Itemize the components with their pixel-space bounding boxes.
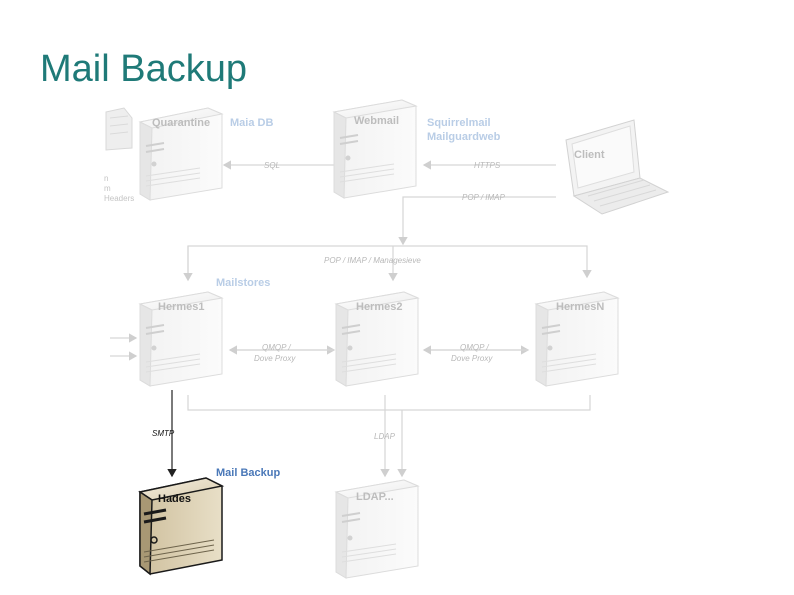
server-quarantine [138, 107, 224, 201]
server-webmail [332, 99, 418, 199]
label-sql: SQL [264, 161, 280, 170]
label-https: HTTPS [474, 161, 501, 170]
label-cutoff-3: Headers [104, 194, 134, 203]
client-laptop [565, 119, 670, 215]
label-ldap-node: LDAP... [356, 491, 394, 503]
server-hermesN [534, 291, 620, 387]
label-pop-imap-managesieve: POP / IMAP / Managesieve [324, 256, 421, 265]
label-mailstores: Mailstores [216, 277, 270, 289]
server-ldap [334, 479, 420, 579]
connector-lines [110, 160, 592, 478]
label-hermes1: Hermes1 [158, 301, 204, 313]
label-dove-proxy-1: Dove Proxy [254, 354, 296, 363]
label-hades: Hades [158, 493, 191, 505]
server-hermes1 [138, 291, 224, 387]
label-mailguardweb: Mailguardweb [427, 131, 501, 143]
label-hermesN: HermesN [556, 301, 604, 313]
cutoff-mail-icon [105, 107, 133, 151]
label-webmail: Webmail [354, 115, 399, 127]
edge-ldap-bus [187, 395, 591, 411]
page-title: Mail Backup [40, 48, 247, 90]
label-qmqp-1: QMQP / [262, 343, 291, 352]
label-quarantine: Quarantine [152, 117, 210, 129]
label-maia-db: Maia DB [230, 117, 273, 129]
server-hades [138, 477, 225, 576]
label-pop-imap: POP / IMAP [462, 193, 505, 202]
label-cutoff-2: m [104, 184, 111, 193]
label-cutoff-1: n [104, 174, 108, 183]
label-smtp: SMTP [152, 429, 175, 438]
edge-pop-imap [398, 196, 556, 246]
label-hermes2: Hermes2 [356, 301, 402, 313]
label-ldap: LDAP [374, 432, 396, 441]
label-squirrelmail: Squirrelmail [427, 117, 491, 129]
label-qmqp-2: QMQP / [460, 343, 489, 352]
label-mail-backup: Mail Backup [216, 467, 280, 479]
server-hermes2 [334, 291, 420, 387]
label-dove-proxy-2: Dove Proxy [451, 354, 493, 363]
label-client: Client [574, 149, 605, 161]
